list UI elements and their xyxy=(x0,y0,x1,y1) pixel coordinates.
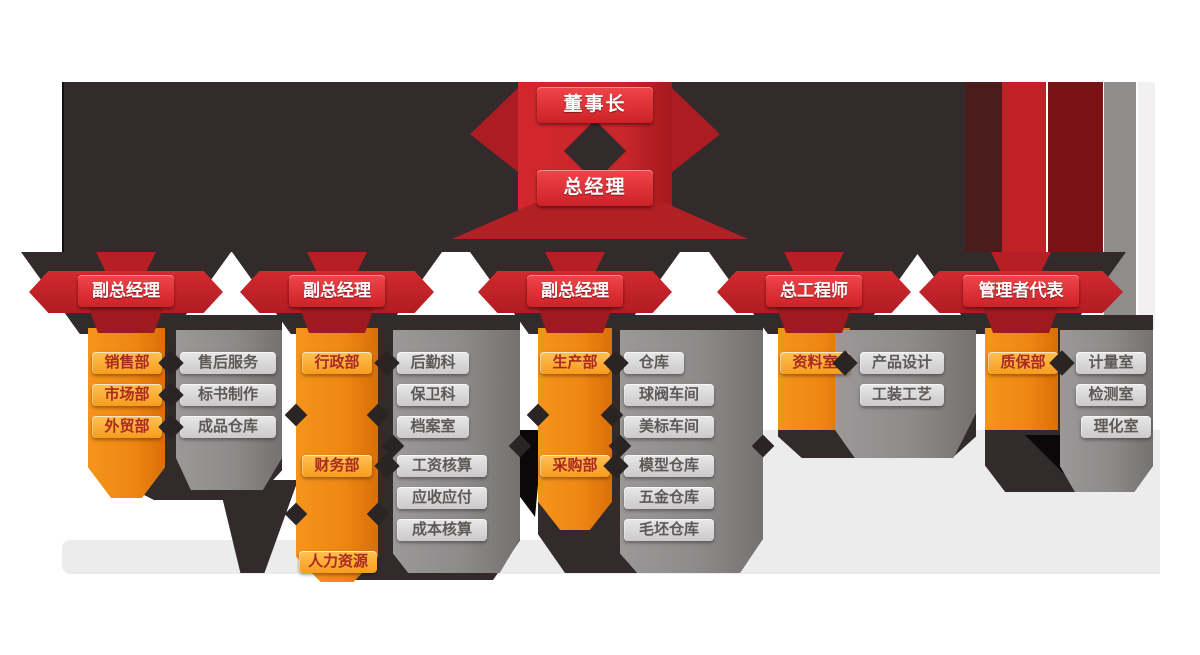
section-box: 标书制作 xyxy=(180,384,276,406)
section-box: 保卫科 xyxy=(397,384,469,406)
dept-box: 市场部 xyxy=(92,384,162,406)
ribbon-strip-darkred xyxy=(1048,82,1103,268)
exec-connector xyxy=(991,252,1051,274)
dept-box: 财务部 xyxy=(302,455,372,477)
ribbon-strip-white xyxy=(1138,82,1155,330)
section-box: 检测室 xyxy=(1076,384,1146,406)
dept-box: 采购部 xyxy=(540,455,610,477)
dept-box: 外贸部 xyxy=(92,416,162,438)
ribbon-strip-maroon xyxy=(965,82,1002,252)
section-box: 理化室 xyxy=(1081,416,1151,438)
section-box: 五金仓库 xyxy=(624,487,714,509)
exec-connector xyxy=(784,252,844,274)
section-box: 应收应付 xyxy=(397,487,487,509)
section-box: 工资核算 xyxy=(397,455,487,477)
section-box: 售后服务 xyxy=(180,352,276,374)
section-box: 产品设计 xyxy=(860,352,944,374)
dept-box: 销售部 xyxy=(92,352,162,374)
executive-box-2: 副总经理 xyxy=(289,275,385,307)
chairman-box: 董事长 xyxy=(537,87,653,123)
section-box: 计量室 xyxy=(1076,352,1146,374)
dept-box: 行政部 xyxy=(302,352,372,374)
general-manager-box: 总经理 xyxy=(537,170,653,206)
section-box: 成本核算 xyxy=(397,519,487,541)
dept-box: 资料室 xyxy=(780,352,850,374)
section-box: 工装工艺 xyxy=(860,384,944,406)
section-box: 球阀车间 xyxy=(624,384,714,406)
dept-box: 质保部 xyxy=(988,352,1058,374)
ribbon-strip-red xyxy=(1002,82,1046,268)
executive-box-3: 副总经理 xyxy=(527,275,623,307)
section-box: 毛坯仓库 xyxy=(624,519,714,541)
section-box: 档案室 xyxy=(397,416,469,438)
section-box: 后勤科 xyxy=(397,352,469,374)
executive-box-5: 管理者代表 xyxy=(963,275,1079,307)
dept-box: 生产部 xyxy=(540,352,610,374)
orange-band-col5 xyxy=(985,328,1058,430)
section-box: 模型仓库 xyxy=(624,455,714,477)
section-box: 成品仓库 xyxy=(180,416,276,438)
executive-box-1: 副总经理 xyxy=(78,275,174,307)
dept-box: 人力资源 xyxy=(299,551,377,573)
executive-box-4: 总工程师 xyxy=(766,275,862,307)
exec-connector xyxy=(96,252,156,274)
section-box: 美标车间 xyxy=(624,416,714,438)
section-box: 仓库 xyxy=(624,352,684,374)
exec-connector xyxy=(307,252,367,274)
exec-connector xyxy=(545,252,605,274)
